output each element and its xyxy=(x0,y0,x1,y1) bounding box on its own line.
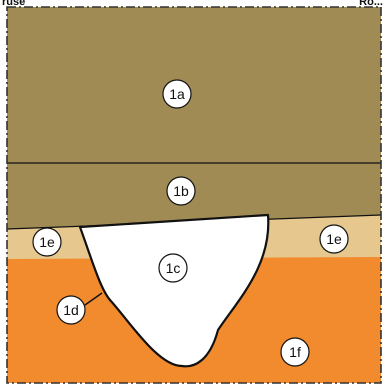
label-1e-right-text: 1e xyxy=(326,231,342,247)
label-1e-right: 1e xyxy=(320,225,348,253)
label-1d: 1d xyxy=(57,296,85,324)
label-1b-text: 1b xyxy=(173,183,189,199)
label-1d-text: 1d xyxy=(63,302,79,318)
label-1e-left-text: 1e xyxy=(39,234,55,250)
label-1b: 1b xyxy=(167,177,195,205)
label-1a-text: 1a xyxy=(169,86,185,102)
label-1e-left: 1e xyxy=(33,228,61,256)
layer-1a xyxy=(7,7,381,163)
label-1c-text: 1c xyxy=(166,260,181,276)
label-1f-text: 1f xyxy=(289,344,301,360)
label-1a: 1a xyxy=(163,80,191,108)
label-1c: 1c xyxy=(159,254,187,282)
label-1f: 1f xyxy=(281,338,309,366)
